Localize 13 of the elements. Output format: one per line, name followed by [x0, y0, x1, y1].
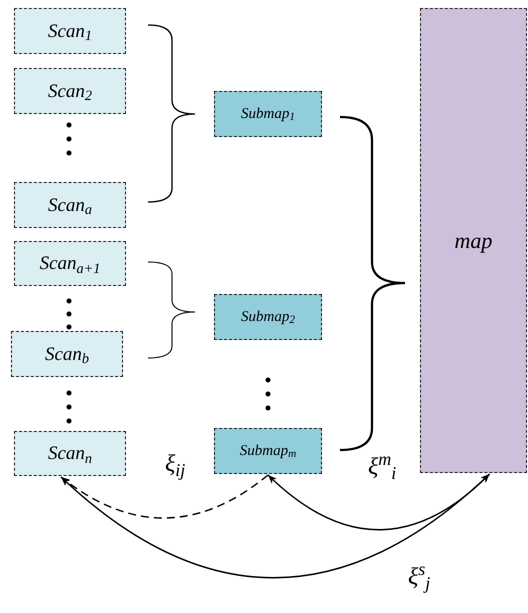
submap-box: Submap$_{2}$	[214, 294, 322, 340]
submap-box: Submap$_{m}$	[214, 428, 322, 474]
scan-box: Scan$_{a+1}$	[14, 241, 126, 286]
curved-arrow	[268, 473, 490, 530]
curved-arrow	[60, 474, 268, 519]
map-box: map	[420, 8, 527, 473]
scan-box: Scan$_{1}$	[14, 8, 126, 54]
scan-box: Scan$_{a}$	[14, 182, 126, 228]
submap-box: Submap$_{1}$	[214, 91, 322, 137]
curved-arrow	[60, 473, 490, 578]
scan-box: Scan$_{b}$	[11, 331, 123, 377]
scan-box: Scan$_{n}$	[14, 431, 126, 476]
scan-box: Scan$_{2}$	[14, 68, 126, 114]
